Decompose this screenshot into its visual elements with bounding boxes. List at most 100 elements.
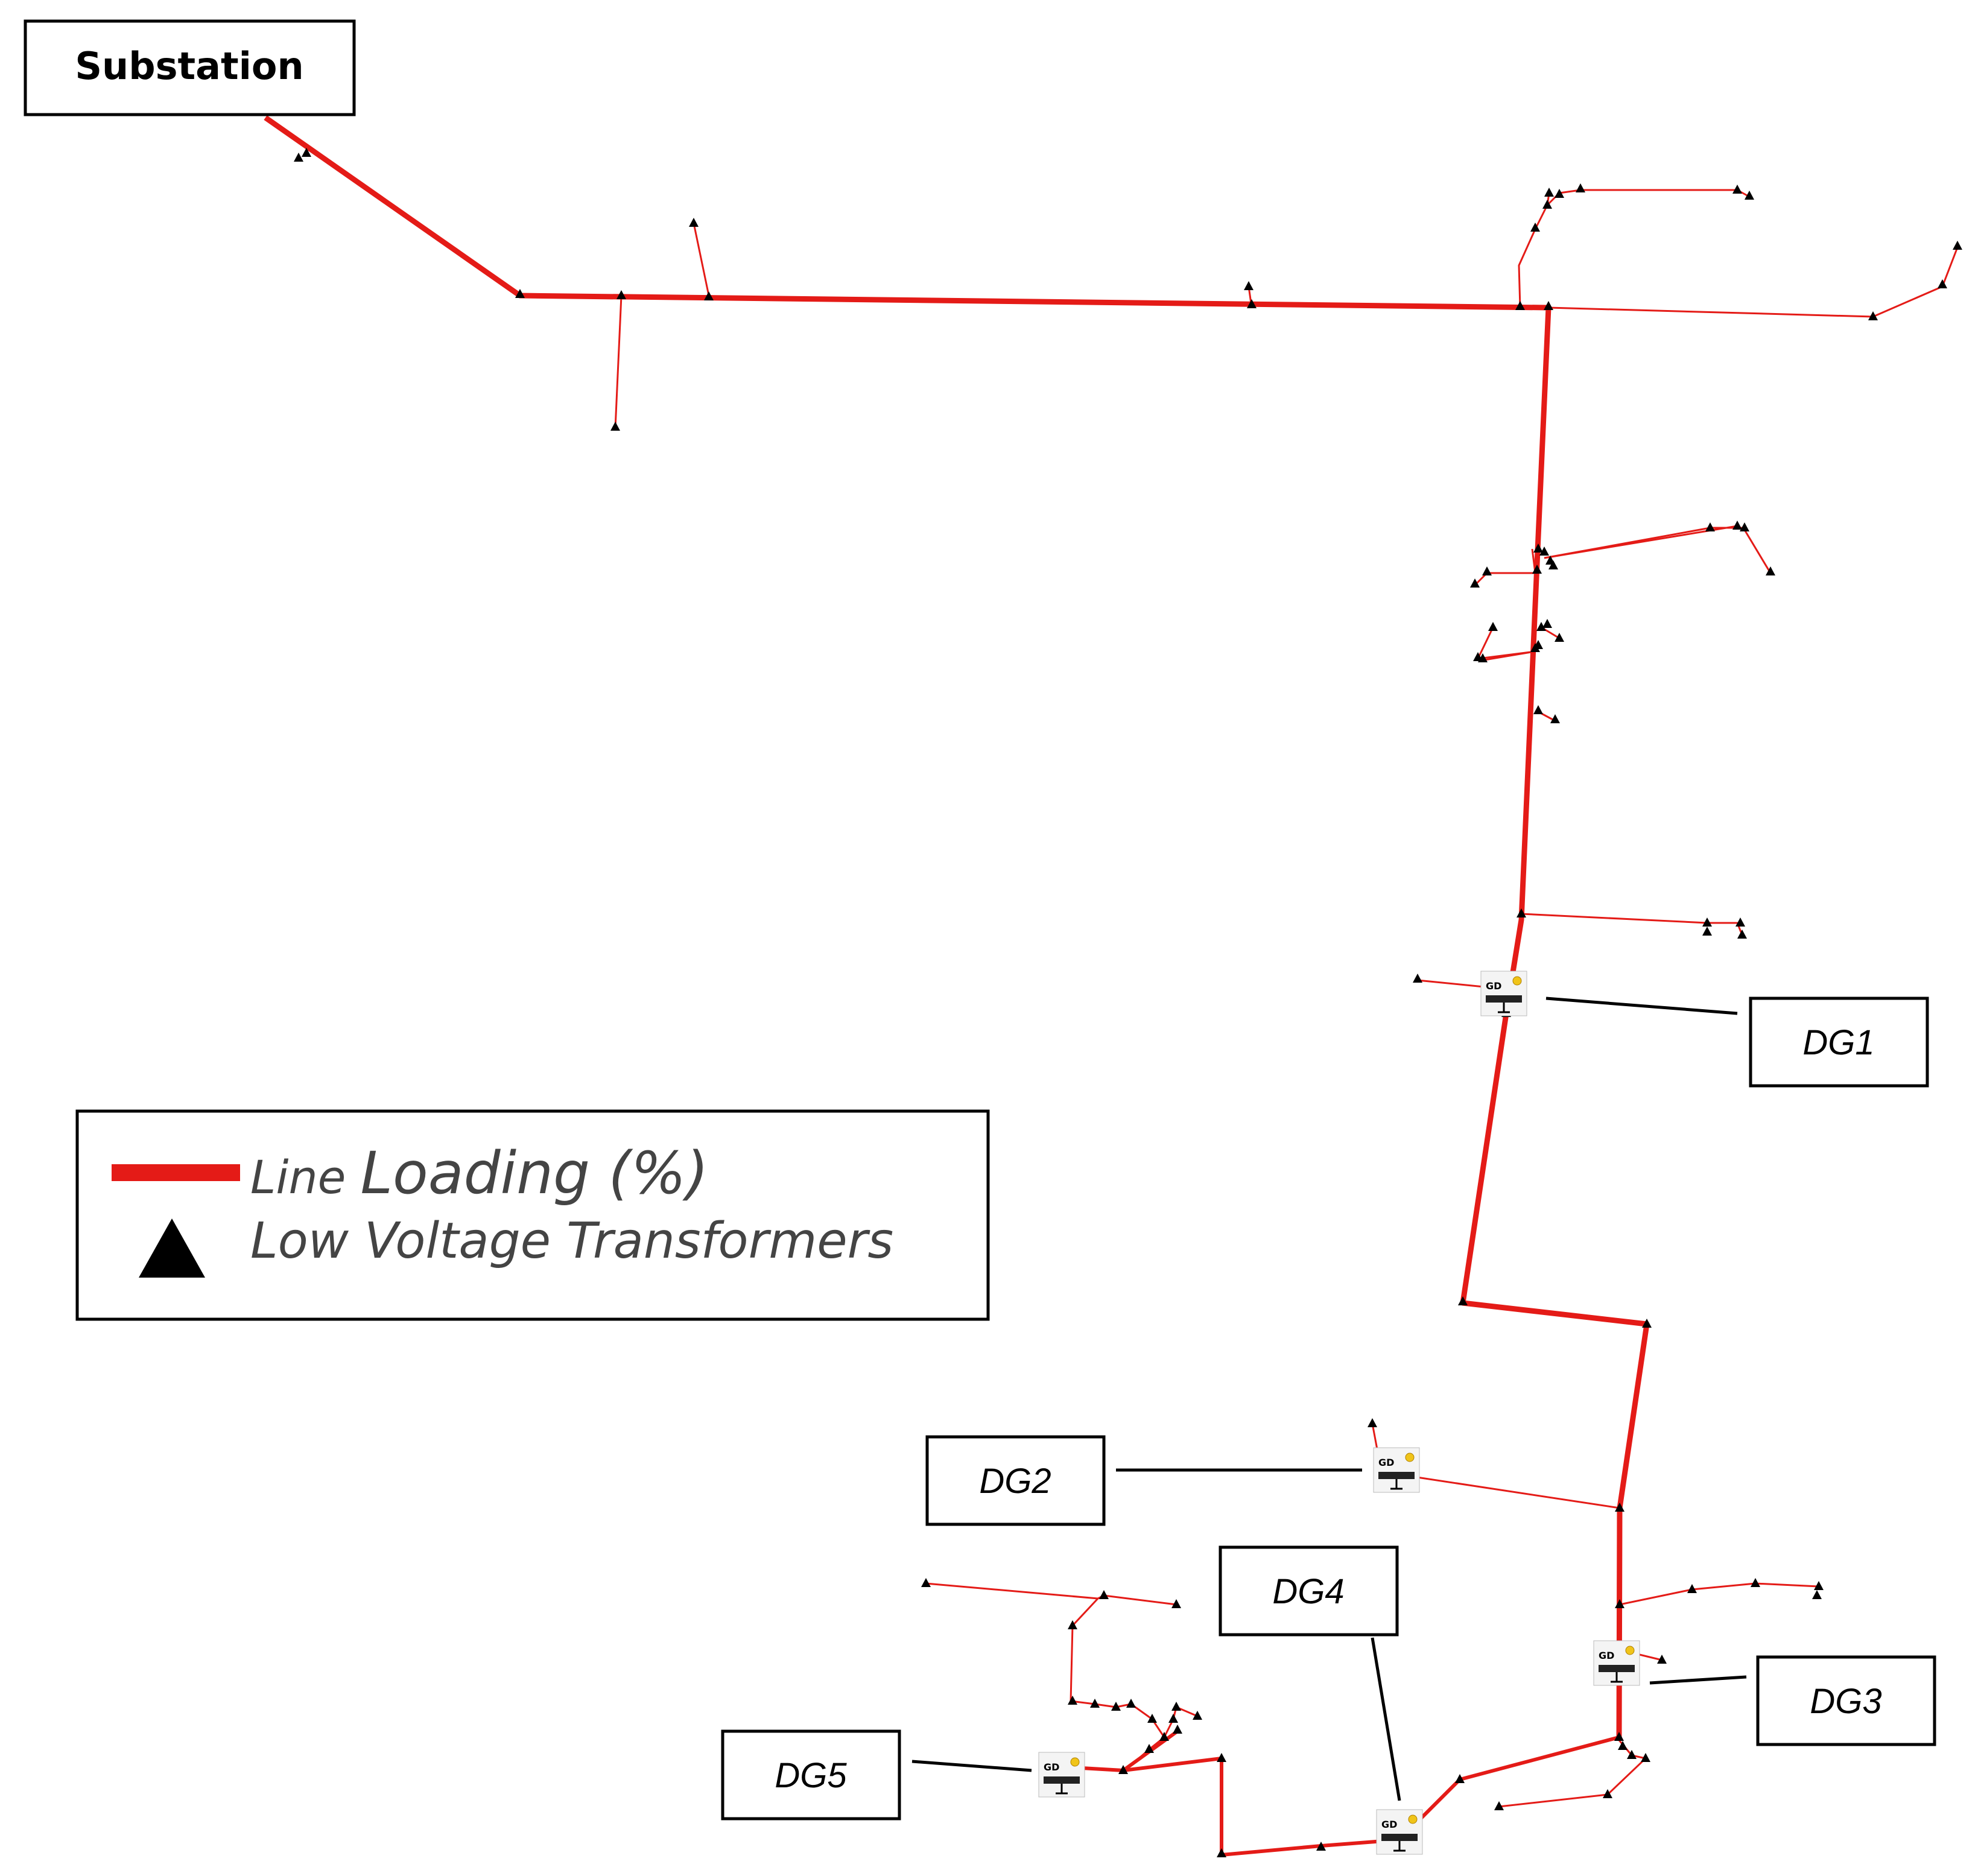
triangle-icon — [1542, 200, 1552, 209]
triangle-icon — [1126, 1699, 1136, 1708]
branch-line — [1480, 650, 1536, 662]
branch-line — [614, 295, 623, 429]
triangle-icon — [1657, 1655, 1667, 1664]
branch-line — [693, 223, 710, 296]
triangle-icon — [1144, 1744, 1154, 1753]
triangle-icon — [1812, 1590, 1822, 1599]
triangle-icon — [1530, 223, 1540, 232]
triangle-icon — [1482, 566, 1492, 575]
triangle-icon — [1615, 1503, 1624, 1512]
triangle-icon — [1732, 185, 1742, 194]
label-connectors — [911, 997, 1747, 1801]
triangle-icon — [1615, 1599, 1624, 1608]
triangle-icon — [1068, 1696, 1077, 1705]
dg2-label: DG2 — [979, 1462, 1051, 1501]
dg1-box: DG1 — [1749, 997, 1929, 1088]
triangle-icon — [1533, 640, 1543, 649]
branch-line — [1544, 527, 1772, 574]
triangle-icon — [1603, 1789, 1612, 1798]
triangle-icon — [1099, 1590, 1109, 1599]
triangle-icon — [1814, 1581, 1824, 1590]
feeder-lines — [264, 115, 1959, 1857]
solar-generator-icon: GD — [1480, 971, 1527, 1016]
triangle-icon — [1555, 189, 1564, 198]
triangle-icon — [1168, 1714, 1178, 1723]
solar-generator-icon: GD — [1593, 1640, 1640, 1686]
triangle-icon — [1548, 560, 1558, 569]
triangle-icon — [1368, 1418, 1377, 1427]
legend-line-label: Line Loading (%) — [250, 1139, 709, 1207]
triangle-icon — [1413, 974, 1422, 983]
triangle-icon — [1555, 633, 1564, 642]
triangle-icon — [1542, 619, 1552, 628]
triangle-icon — [1171, 1599, 1181, 1608]
dg4-label: DG4 — [1272, 1572, 1344, 1611]
triangle-icon — [616, 290, 626, 299]
sun-icon — [1625, 1646, 1635, 1655]
transformer-markers — [294, 148, 1962, 1857]
triangle-icon — [1147, 1714, 1157, 1723]
triangle-icon — [515, 289, 525, 298]
branch-line — [1619, 1582, 1819, 1606]
triangle-icon — [1247, 299, 1257, 308]
triangle-icon — [1641, 1753, 1650, 1762]
legend-transformer-label: Low Voltage Transformers — [250, 1212, 893, 1270]
triangle-icon — [1766, 566, 1775, 575]
sun-icon — [1405, 1453, 1415, 1462]
triangle-icon — [1737, 930, 1747, 939]
triangle-icon — [1533, 705, 1543, 714]
triangle-icon — [1642, 1319, 1652, 1328]
triangle-icon — [1536, 622, 1546, 631]
branch-line — [1070, 1594, 1177, 1738]
triangle-icon — [689, 218, 699, 227]
substation-box: Substation — [24, 19, 356, 116]
triangle-icon — [1488, 622, 1498, 631]
connector-line — [1545, 997, 1738, 1015]
branch-line — [1544, 525, 1738, 559]
triangle-icon — [1515, 301, 1525, 310]
triangle-icon — [1193, 1711, 1202, 1720]
triangle-icon — [1938, 279, 1947, 288]
legend: Line Loading (%) Low Voltage Transformer… — [75, 1109, 990, 1321]
triangle-icon — [1618, 1741, 1628, 1750]
triangle-icon — [1868, 311, 1878, 320]
triangle-icon — [1533, 543, 1543, 553]
triangle-icon — [1217, 1848, 1226, 1857]
triangle-icon — [1614, 1732, 1624, 1741]
triangle-icon — [1544, 301, 1553, 310]
dg5-box: DG5 — [721, 1729, 901, 1821]
triangle-icon — [1316, 1842, 1326, 1851]
triangle-icon — [1173, 1725, 1182, 1734]
dg5-label: DG5 — [775, 1756, 847, 1795]
triangle-icon — [704, 291, 714, 300]
triangle-icon — [1171, 1702, 1181, 1711]
triangle-icon — [1732, 521, 1742, 530]
branch-line — [1381, 1471, 1620, 1509]
icon-label: GD — [1378, 1457, 1394, 1468]
solar-generator-icon: GD — [1373, 1447, 1420, 1493]
triangle-icon — [1494, 1801, 1504, 1810]
triangle-icon — [1550, 714, 1560, 723]
triangle-icon — [1068, 1620, 1077, 1629]
legend-line-swatch — [112, 1164, 240, 1181]
triangle-icon — [1953, 241, 1962, 250]
triangle-icon — [1159, 1732, 1169, 1741]
triangle-icon — [1517, 908, 1526, 917]
triangle-icon — [1576, 183, 1585, 192]
triangle-icon — [1244, 281, 1254, 290]
triangle-icon — [1627, 1750, 1637, 1759]
triangle-icon — [139, 1218, 205, 1278]
triangle-icon — [1532, 565, 1542, 574]
triangle-icon — [1111, 1702, 1121, 1711]
triangle-icon — [1705, 522, 1715, 531]
dg3-label: DG3 — [1810, 1682, 1881, 1721]
triangle-icon — [1687, 1584, 1697, 1593]
icon-label: GD — [1486, 980, 1501, 992]
sun-icon — [1512, 976, 1522, 986]
triangle-icon — [1478, 653, 1488, 662]
connector-line — [1371, 1637, 1401, 1801]
triangle-icon — [1740, 522, 1749, 531]
panel-icon — [1599, 1665, 1635, 1672]
connector-line — [1649, 1675, 1747, 1685]
